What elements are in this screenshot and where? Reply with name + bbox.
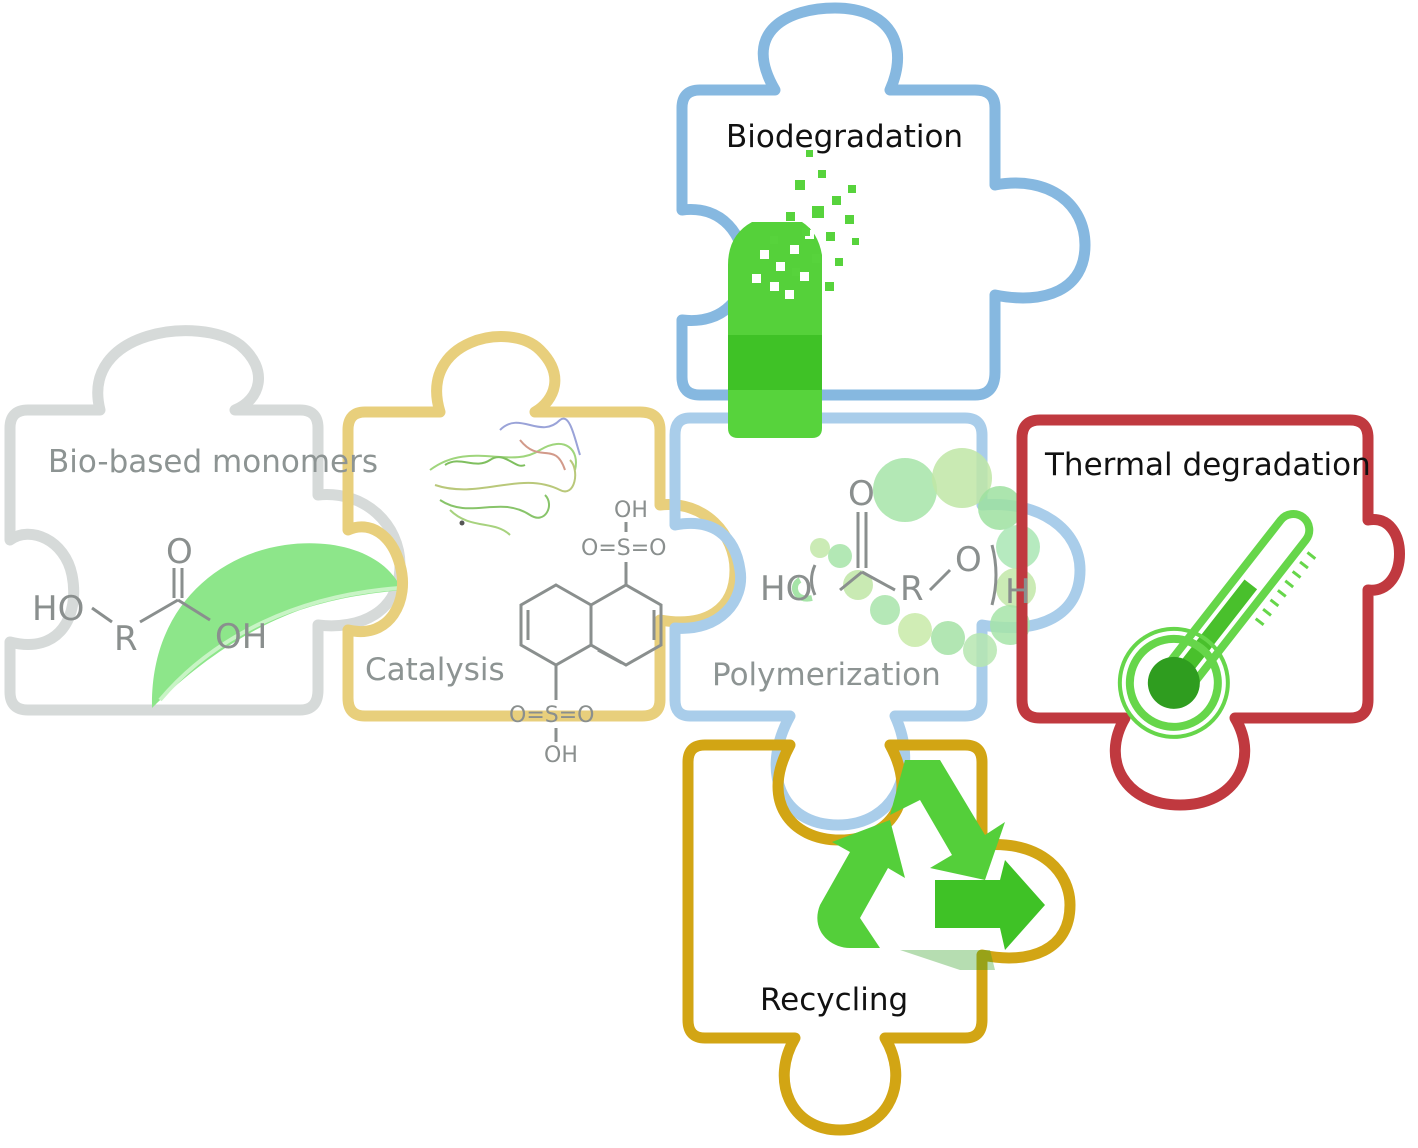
protein-structure-icon: [429, 417, 581, 536]
polymerization-label: Polymerization: [712, 657, 941, 693]
monomer-ho: HO: [32, 589, 85, 629]
acid-oh-top: OH: [614, 498, 648, 523]
thermal-piece: [1016, 414, 1405, 811]
catalysis-label: Catalysis: [365, 652, 505, 688]
polymer-r: R: [900, 569, 924, 609]
acid-so3-top: O=S=O: [581, 536, 667, 561]
thermometer-icon: [1117, 510, 1317, 739]
leaf-icon: [151, 543, 402, 708]
recycling-label: Recycling: [760, 982, 909, 1018]
monomer-r: R: [114, 619, 138, 659]
recycling-icon: [817, 760, 1045, 970]
polymer-structure: [810, 512, 998, 606]
catalysis-piece: [342, 331, 741, 722]
monomer-o-top: O: [166, 532, 193, 572]
monomer-oh: OH: [215, 617, 268, 657]
monomers-label: Bio-based monomers: [48, 444, 378, 480]
acid-structure: [519, 522, 663, 742]
polymer-o-link: O: [955, 540, 982, 580]
monomers-piece: [4, 325, 406, 716]
thermal-label: Thermal degradation: [1045, 447, 1371, 483]
biodegradation-label: Biodegradation: [726, 119, 964, 155]
thermal-piece-outline: [1016, 414, 1405, 811]
monomer-structure: [91, 568, 211, 624]
polymer-h: H: [1005, 572, 1031, 612]
acid-oh-bottom: OH: [544, 743, 578, 768]
polymerization-piece: [669, 412, 1086, 831]
monomers-piece-outline: [4, 325, 406, 716]
bottle-icon: [728, 150, 859, 438]
polymer-ho: HO: [760, 569, 813, 609]
polymer-bead-chain: [791, 448, 1040, 667]
catalysis-piece-outline: [342, 331, 741, 722]
polymer-o-top: O: [848, 474, 875, 514]
polymerization-piece-outline: [669, 412, 1086, 831]
acid-so3-bottom: O=S=O: [509, 703, 595, 728]
